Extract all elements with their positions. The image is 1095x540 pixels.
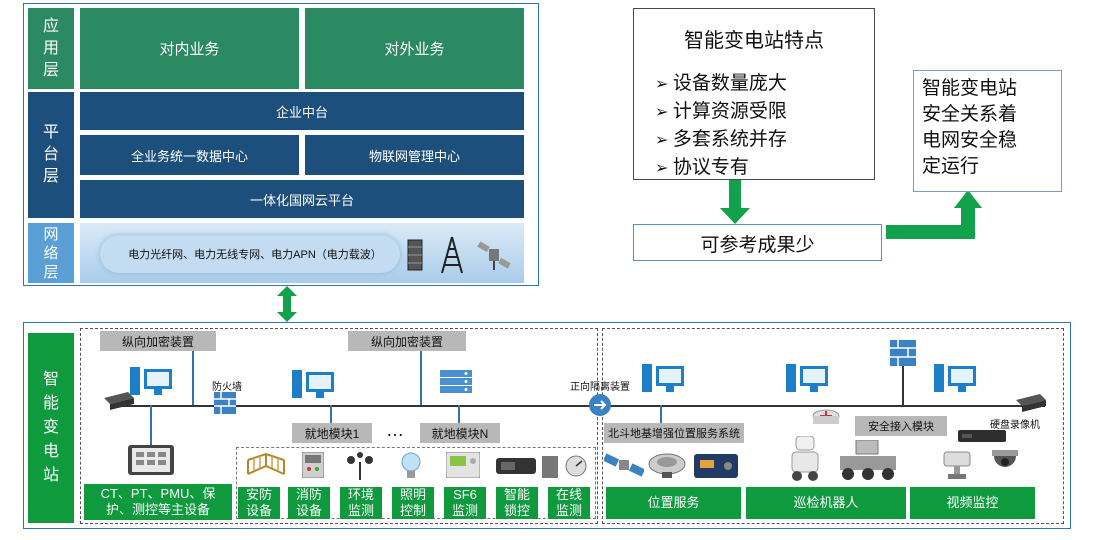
ptz-camera-icon (940, 446, 976, 480)
computer-4-icon (786, 360, 828, 398)
bidirectional-arrow-icon (276, 286, 298, 322)
module-n-line (458, 405, 460, 423)
sf6-monitor-icon (446, 452, 480, 478)
dome-camera-icon (990, 448, 1020, 478)
forward-isolation-label: 正向隔离装置 (570, 382, 630, 393)
category-security: 安防 设备 (238, 487, 280, 519)
feature-item: 设备数量庞大 (655, 70, 787, 98)
fence-icon (246, 452, 286, 478)
substation-label: 智 能 变 电 站 (28, 333, 74, 523)
internal-business-box: 对内业务 (80, 8, 299, 89)
local-module-n-label: 就地模块N (420, 423, 500, 443)
platform-layer-label: 平 台 层 (28, 92, 74, 218)
feature-item: 协议专有 (655, 154, 787, 182)
beidou-label: 北斗地基增强位置服务系统 (604, 423, 744, 443)
fire-panel-icon (302, 452, 324, 478)
conclusion-card (913, 70, 1062, 192)
location-service-box: 位置服务 (606, 487, 741, 519)
external-business-box: 对外业务 (305, 8, 524, 89)
reference-label: 可参考成果少 (700, 235, 815, 256)
beidou-line (660, 405, 662, 423)
app-layer-label: 应 用 层 (28, 8, 74, 89)
bent-arrow-icon (886, 190, 996, 248)
category-fire: 消防 设备 (288, 487, 330, 519)
satellite-icon (476, 236, 512, 274)
cloud-platform-box: 一体化国网云平台 (80, 180, 524, 218)
robot-1-icon (788, 436, 822, 482)
secure-access-label: 安全接入模块 (855, 416, 947, 436)
switch-icon (104, 392, 134, 410)
enterprise-hub-box: 企业中台 (80, 92, 524, 130)
computer-5-icon (934, 360, 976, 398)
category-lock: 智能 锁控 (496, 487, 538, 519)
encrypt-1-line (192, 351, 194, 405)
feature-item: 多套系统并存 (655, 126, 787, 154)
gnss-receiver-icon (694, 454, 738, 478)
network-cloud-shape (100, 235, 400, 273)
video-monitor-box: 视频监控 (910, 487, 1035, 519)
computer-3-icon (642, 360, 684, 398)
feature-item: 计算资源受限 (655, 98, 787, 126)
switch-2-icon (1016, 394, 1046, 412)
patrol-robot-box: 巡检机器人 (746, 487, 906, 519)
main-bus-line (110, 405, 1045, 407)
conclusion-text: 智能变电站 安全关系着 电网安全稳 定运行 (922, 78, 1018, 177)
disk-recorder-icon (958, 430, 1006, 442)
robot-2-icon (836, 440, 900, 480)
isolation-device-icon (588, 393, 612, 417)
firewall-2-line (902, 366, 904, 406)
tablet-line (150, 405, 152, 445)
features-list: 设备数量庞大 计算资源受限 多套系统并存 协议专有 (655, 70, 787, 182)
ellipsis-label: … (386, 420, 404, 440)
network-layer-label: 网 络 层 (28, 223, 74, 283)
transmission-tower-icon (438, 235, 466, 275)
firewall-icon (214, 392, 236, 414)
main-devices-box: CT、PT、PMU、保护、测控等主设备 (84, 484, 232, 520)
gnss-antenna-icon (648, 452, 686, 478)
router-icon (812, 408, 840, 430)
reference-box (633, 224, 882, 261)
category-online: 在线 监测 (548, 487, 590, 519)
online-monitor-icon (542, 454, 590, 478)
firewall-2-icon (890, 340, 916, 366)
lightbulb-icon (400, 452, 422, 480)
data-center-box: 全业务统一数据中心 (80, 135, 299, 175)
cylinder-antenna-icon (405, 237, 425, 273)
vertical-encrypt-2-label: 纵向加密装置 (348, 331, 466, 351)
category-environment: 环境 监测 (340, 487, 382, 519)
features-title: 智能变电站特点 (684, 30, 824, 52)
category-sf6: SF6 监测 (444, 487, 486, 519)
smart-lock-icon (496, 458, 536, 474)
firewall-label: 防火墙 (212, 382, 242, 393)
left-zone (80, 328, 598, 524)
satellite-2-icon (604, 450, 644, 480)
computer-2-icon (292, 366, 334, 404)
server-icon (440, 370, 472, 394)
right-zone (602, 328, 1064, 524)
tablet-icon (128, 445, 174, 475)
disk-recorder-label: 硬盘录像机 (990, 420, 1040, 431)
encrypt-2-line (420, 351, 422, 405)
category-lighting: 照明 控制 (392, 487, 434, 519)
module-1-line (330, 405, 332, 423)
vertical-encrypt-1-label: 纵向加密装置 (100, 331, 216, 351)
down-arrow-icon (720, 180, 750, 224)
anemometer-icon (346, 452, 374, 480)
network-channels-text: 电力光纤网、电力无线专网、电力APN（电力载波） (128, 249, 382, 261)
computer-1-icon (130, 363, 172, 401)
iot-center-box: 物联网管理中心 (305, 135, 524, 175)
local-module-1-label: 就地模块1 (292, 423, 372, 443)
